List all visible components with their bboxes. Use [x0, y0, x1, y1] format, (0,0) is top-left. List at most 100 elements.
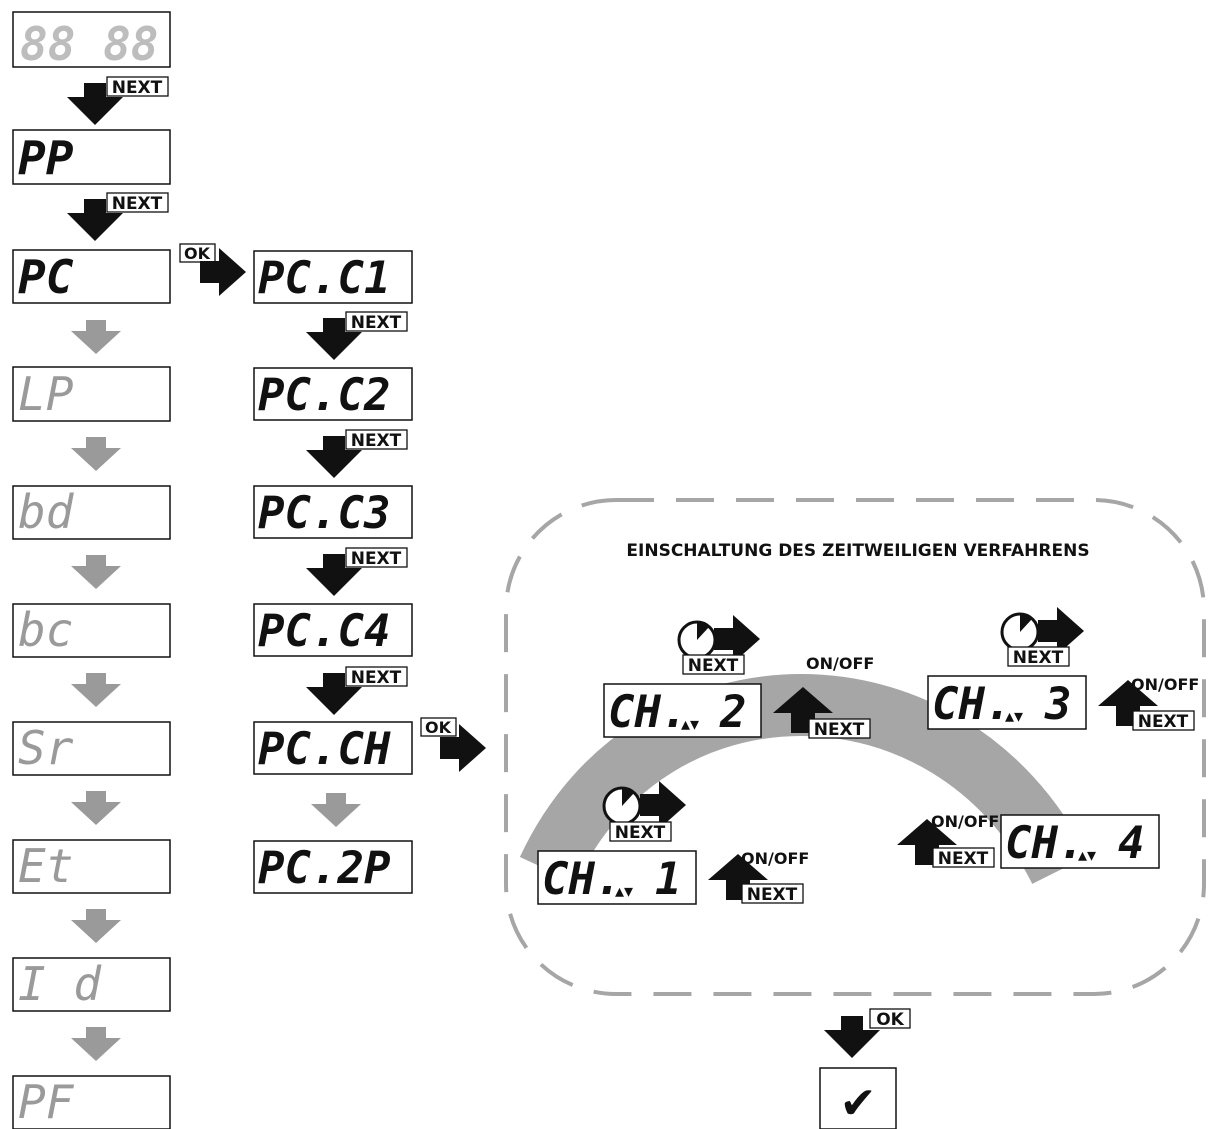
middle-column: PC.C1 NEXT PC.C2 NEXT PC.C3 NEXT — [253, 250, 413, 894]
svg-text:NEXT: NEXT — [351, 668, 402, 688]
svg-text:NEXT: NEXT — [688, 656, 739, 676]
svg-text:Sr: Sr — [18, 721, 74, 775]
gray-arrow-icon — [71, 437, 121, 471]
ok-button[interactable]: OK — [869, 1008, 911, 1030]
next-button[interactable]: NEXT — [808, 718, 871, 740]
on-off-label: ON/OFF — [741, 849, 809, 868]
ok-button[interactable]: OK — [179, 243, 216, 263]
svg-text:Et: Et — [18, 839, 73, 893]
svg-text:CH.: CH. — [932, 679, 1011, 730]
svg-text:NEXT: NEXT — [351, 313, 402, 333]
svg-text:NEXT: NEXT — [938, 849, 989, 869]
display-ch-1: CH. ▴▾ 1 — [537, 850, 697, 905]
on-off-label: ON/OFF — [931, 812, 999, 831]
dashed-frame — [504, 498, 1206, 996]
ok-button[interactable]: OK — [420, 717, 457, 737]
next-button[interactable]: NEXT — [345, 547, 408, 569]
svg-text:2: 2 — [719, 687, 747, 738]
gray-arrow-icon — [71, 320, 121, 354]
svg-text:PC.C3: PC.C3 — [258, 488, 390, 539]
on-off-label: ON/OFF — [1131, 675, 1199, 694]
display-startup: 88 88 — [12, 11, 171, 71]
svg-text:I d: I d — [18, 957, 102, 1011]
svg-text:NEXT: NEXT — [1013, 648, 1064, 668]
gray-arrow-icon — [71, 555, 121, 589]
svg-text:NEXT: NEXT — [112, 194, 163, 214]
temporary-mode-panel: EINSCHALTUNG DES ZEITWEILIGEN VERFAHRENS… — [504, 498, 1206, 996]
display-ch-3: CH. ▴▾ 3 — [927, 675, 1087, 730]
blink-marker-icon: ▴▾ — [615, 881, 633, 902]
display-pc-c3: PC.C3 — [253, 485, 413, 539]
svg-text:PC.C4: PC.C4 — [258, 606, 390, 657]
svg-text:1: 1 — [655, 854, 682, 905]
next-button[interactable]: NEXT — [1007, 646, 1070, 668]
gray-arrow-icon — [71, 673, 121, 707]
blink-marker-icon: ▴▾ — [1005, 706, 1023, 727]
svg-text:OK: OK — [184, 244, 211, 263]
display-pp: PP — [12, 129, 171, 185]
svg-text:NEXT: NEXT — [615, 823, 666, 843]
svg-text:PC.2P: PC.2P — [258, 843, 390, 894]
svg-text:4: 4 — [1118, 818, 1145, 869]
svg-text:PC.C2: PC.C2 — [258, 370, 390, 421]
svg-text:NEXT: NEXT — [1138, 712, 1189, 732]
svg-text:CH.: CH. — [1005, 818, 1084, 869]
blink-marker-icon: ▴▾ — [681, 714, 699, 735]
svg-text:PC: PC — [18, 250, 74, 304]
svg-text:PC.C1: PC.C1 — [258, 253, 390, 304]
next-button[interactable]: NEXT — [106, 76, 169, 98]
display-bd: bd — [12, 485, 171, 540]
next-button[interactable]: NEXT — [345, 666, 408, 688]
display-pc-ch: PC.CH — [253, 721, 413, 775]
svg-text:CH.: CH. — [542, 854, 621, 905]
next-button[interactable]: NEXT — [932, 847, 995, 869]
confirm-box: ✔ — [819, 1067, 897, 1129]
svg-text:NEXT: NEXT — [351, 549, 402, 569]
display-pf: PF — [12, 1075, 171, 1129]
display-id: I d — [12, 957, 171, 1012]
next-button[interactable]: NEXT — [741, 883, 804, 905]
clock-icon — [677, 620, 717, 660]
gray-arrow-icon — [71, 791, 121, 825]
svg-text:PC.CH: PC.CH — [258, 724, 391, 775]
clock-icon — [602, 786, 642, 826]
display-pc: PC — [12, 249, 171, 304]
blink-marker-icon: ▴▾ — [1078, 845, 1096, 866]
svg-text:OK: OK — [876, 1010, 904, 1030]
svg-text:NEXT: NEXT — [351, 431, 402, 451]
svg-text:3: 3 — [1044, 679, 1072, 730]
next-button[interactable]: NEXT — [345, 429, 408, 451]
display-et: Et — [12, 839, 171, 894]
svg-text:PP: PP — [18, 131, 74, 185]
next-button[interactable]: NEXT — [1132, 710, 1195, 732]
gray-arrow-icon — [311, 793, 361, 827]
svg-text:NEXT: NEXT — [814, 720, 865, 740]
svg-text:LP: LP — [18, 367, 74, 421]
clock-icon — [1000, 612, 1040, 652]
left-column: 88 88 NEXT PP NEXT PC LP — [12, 11, 171, 1129]
svg-text:NEXT: NEXT — [112, 78, 163, 98]
gray-arrow-icon — [71, 1027, 121, 1061]
next-button[interactable]: NEXT — [106, 192, 169, 214]
display-ch-4: CH. ▴▾ 4 — [1000, 814, 1160, 869]
display-lp: LP — [12, 366, 171, 422]
svg-text:bd: bd — [18, 485, 75, 539]
display-bc: bc — [12, 603, 171, 658]
display-pc-2p: PC.2P — [253, 840, 413, 894]
svg-text:bc: bc — [18, 603, 73, 657]
display-pc-c4: PC.C4 — [253, 603, 413, 657]
checkmark-icon: ✔ — [840, 1078, 877, 1129]
display-pc-c1: PC.C1 — [253, 250, 413, 304]
next-button[interactable]: NEXT — [345, 311, 408, 333]
svg-text:CH.: CH. — [608, 687, 687, 738]
panel-title: EINSCHALTUNG DES ZEITWEILIGEN VERFAHRENS — [626, 541, 1089, 561]
svg-text:PF: PF — [18, 1075, 75, 1129]
svg-text:OK: OK — [425, 718, 452, 737]
on-off-label: ON/OFF — [806, 654, 874, 673]
gray-arrow-icon — [71, 909, 121, 943]
next-button[interactable]: NEXT — [609, 821, 672, 843]
svg-text:NEXT: NEXT — [747, 885, 798, 905]
display-pc-c2: PC.C2 — [253, 367, 413, 421]
next-button[interactable]: NEXT — [682, 654, 745, 676]
